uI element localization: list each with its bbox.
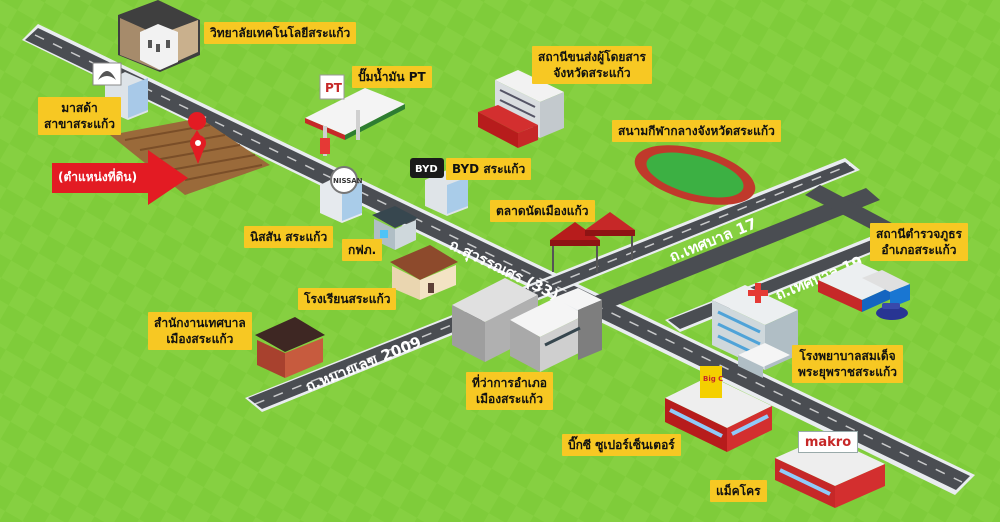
map-pin-icon [188,112,207,164]
label-bigc: บิ๊กซี ซูเปอร์เซ็นเตอร์ [562,434,681,456]
building-stadium [634,145,756,205]
label-hospital: โรงพยาบาลสมเด็จ พระยุพราชสระแก้ว [792,345,904,383]
building-tech-college [118,0,200,72]
building-district-office [452,278,602,372]
building-byd: BYD [410,158,468,216]
label-market: ตลาดนัดเมืองแก้ว [490,200,595,222]
svg-text:NISSAN: NISSAN [333,177,363,185]
label-byd: BYD สระแก้ว [446,158,532,180]
label-district-office: ที่ว่าการอำเภอ เมืองสระแก้ว [466,372,553,410]
label-municipality: สำนักงานเทศบาล เมืองสระแก้ว [148,312,252,350]
road-thesaban17 [585,188,880,312]
land-plot [110,118,270,195]
land-location-label: (ตำแหน่งที่ดิน) [58,170,138,184]
label-school: โรงเรียนสระแก้ว [298,288,397,310]
label-egat: กฟภ. [342,239,383,261]
svg-text:BYD: BYD [415,164,438,175]
label-police: สถานีตำรวจภูธร อำเภอสระแก้ว [870,223,968,261]
building-police [818,262,910,320]
building-pt-station: PT [305,74,405,156]
makro-logo: makro [798,431,858,453]
svg-text:PT: PT [325,81,343,95]
building-bus-terminal [478,70,564,148]
building-egat [372,206,418,250]
label-makro: แม็คโคร [710,480,767,502]
svg-text:Big C: Big C [703,375,723,383]
label-nissan: นิสสัน สระแก้ว [244,226,334,248]
label-mazda: มาสด้า สาขาสระแก้ว [38,97,121,135]
building-municipality [255,317,325,378]
location-arrow [52,150,188,205]
label-tech-college: วิทยาลัยเทคโนโลยีสระแก้ว [204,22,357,44]
label-stadium: สนามกีฬากลางจังหวัดสระแก้ว [612,120,781,142]
building-hospital [712,283,798,378]
label-pt-station: ปั๊มน้ำมัน PT [352,66,432,88]
building-school [390,245,458,300]
road-suwannason [25,28,970,490]
building-nissan: NISSAN [320,166,363,223]
road-network [22,24,975,495]
label-bus-terminal: สถานีขนส่งผู้โดยสาร จังหวัดสระแก้ว [532,46,652,84]
building-market [550,212,635,272]
building-bigc: Big C [665,366,772,452]
